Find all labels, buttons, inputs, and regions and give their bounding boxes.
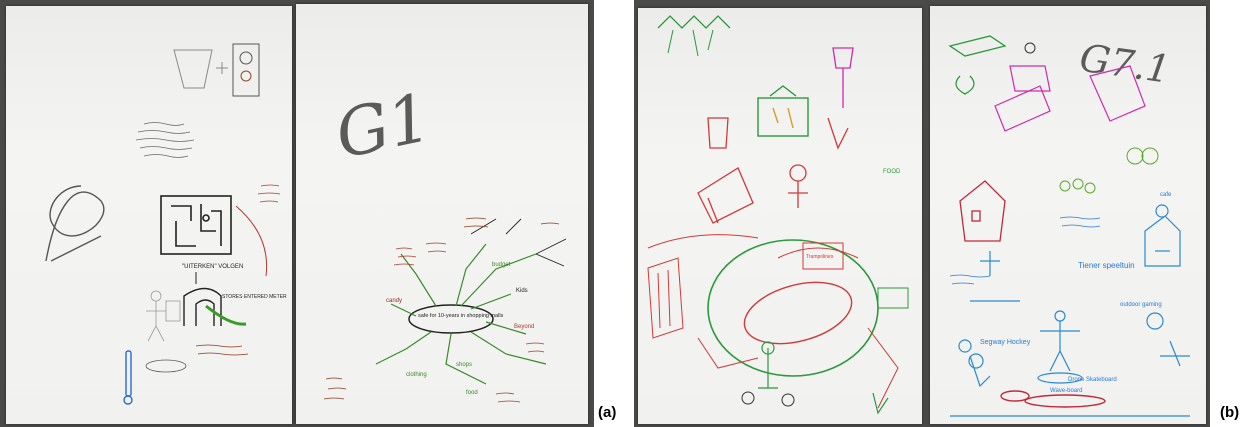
mind-map-clothing: clothing [406,372,427,378]
sketch-a-left: "UITERKEN" VOLGEN STORES ENTERED METER [45,43,287,405]
magenta-ramps [994,65,1146,132]
photo-panel-b: Trampolines FOOD G7.1 [634,0,1210,427]
mind-map-beyond: Beyond [514,324,534,330]
maze-sketch [160,195,232,255]
sheet-title-g1: G1 [329,79,438,174]
mind-map-kids: Kids [516,288,528,294]
panel-label-a: (a) [598,404,617,421]
green-oval [707,239,879,377]
note-text-food: FOOD [883,169,901,175]
photo-panel-a: "UITERKEN" VOLGEN STORES ENTERED METER [0,0,594,427]
note-text-tieners: Tiener speeltuin [1078,261,1135,270]
panel-label-b: (b) [1220,404,1240,421]
scribbled-notes [135,122,195,158]
sketch-b-left: Trampolines FOOD [647,15,909,415]
large-scribble [45,185,105,262]
mind-map-center-text: safe for 10-years in shopping malls [418,313,504,319]
sketch-b-right: G7.1 [948,35,1190,417]
note-text-waveboard: Wave-board [1050,388,1082,394]
note-text-drone: Drone Skateboard [1068,377,1117,383]
mind-map: safe for 10-years in shopping malls [323,217,567,403]
magenta-sketch [832,47,854,108]
red-house-sketch [959,180,1006,242]
tv-sketch [757,85,809,137]
note-text-uiterken: "UITERKEN" VOLGEN [182,264,243,270]
flipchart-sheet-a-left: "UITERKEN" VOLGEN STORES ENTERED METER [6,6,292,424]
flipchart-sheet-b-right: G7.1 [930,6,1206,424]
note-text-segway: Segway Hockey [980,339,1031,346]
thermometer-sketch [123,350,187,405]
mind-map-candy: candy [386,298,402,304]
note-text-outdoor-gaming: outdoor gaming [1120,302,1162,308]
note-text-stores: STORES ENTERED METER [222,294,287,300]
mind-map-food: food [466,390,478,396]
blue-sketches [950,204,1190,417]
mind-map-shops: shops [456,362,472,368]
sketch-a-right: G1 safe for 10-years in shopping malls [323,79,567,403]
store-entrance-sketch [183,287,222,326]
red-figures [697,117,849,224]
note-text-cafe: cafe [1160,192,1172,198]
mind-map-budget: budget [492,262,511,268]
flipchart-sheet-b-left: Trampolines FOOD [638,8,922,424]
sketch-cup-icon [173,43,260,97]
note-text-trampolines: Trampolines [806,254,834,260]
flipchart-sheet-a-right: G1 safe for 10-years in shopping malls [296,4,588,424]
sheet-title-g71: G7.1 [1077,36,1173,92]
